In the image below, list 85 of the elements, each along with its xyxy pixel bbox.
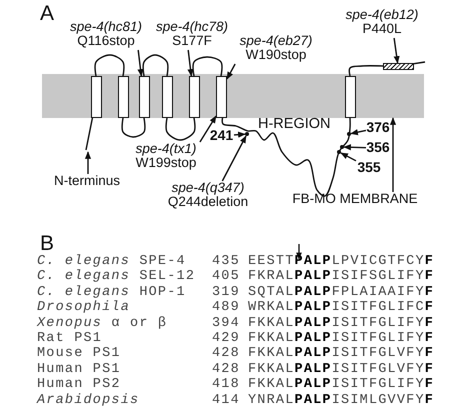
protein-chain-line (222, 118, 351, 197)
protein-chain-line (192, 56, 223, 76)
sequence: FKRALPALPISIFSGLIFYF (248, 269, 434, 284)
leader-arrow (393, 38, 400, 64)
leader-arrow (137, 50, 144, 77)
mutation-name: Q244deletion (166, 195, 250, 209)
residue-dot (340, 145, 344, 149)
species-name: Xenopus α or β (37, 316, 168, 331)
sequence: EESTTPALPLPVICGTFCYF (248, 254, 434, 269)
residue-number: 435 (212, 254, 240, 269)
leader-arrow (390, 117, 396, 192)
residue-dot (245, 132, 249, 136)
leader-arrow (199, 115, 217, 142)
species-name: C. elegans SEL-12 (37, 269, 196, 284)
panel-letter: B (40, 232, 54, 255)
residue-number: 241 (209, 128, 234, 142)
residue-number: 319 (212, 284, 240, 300)
transmembrane-segment (345, 76, 356, 118)
protein-chain-line (142, 54, 169, 76)
residue-number: 414 (212, 392, 240, 408)
leader-arrow (226, 64, 236, 80)
species-name: C. elegans SPE-4 (37, 254, 186, 269)
leader-arrow (187, 50, 194, 77)
mutation-name: Q116stop (77, 34, 135, 48)
sequence: SQTALPALPFPLAIAAIFYF (248, 284, 434, 300)
species-name: Drosophila (37, 300, 130, 316)
region-label: H-REGION (258, 116, 330, 132)
terminus-label: N-terminus (52, 174, 121, 188)
leader-arrow (343, 144, 366, 150)
residue-number: 355 (356, 160, 382, 174)
residue-number: 428 (212, 362, 240, 377)
panel-letter: A (40, 2, 54, 26)
sequence: FKKALPALPISITFGLVFYF (248, 362, 434, 377)
residue-number: 356 (366, 140, 390, 154)
sequence: FKKALPALPISITFGLIFYF (248, 377, 434, 392)
sequence: YNRALPALPISIMLGVVFYF (248, 392, 434, 408)
leader-arrow (234, 132, 246, 138)
species-name: Mouse PS1 (37, 346, 121, 362)
protein-chain-line (348, 65, 384, 76)
species-name: C. elegans HOP-1 (37, 284, 186, 300)
residue-number: 394 (212, 316, 240, 331)
transmembrane-segment (91, 76, 102, 118)
protein-chain-line (165, 118, 196, 141)
protein-chain-line (94, 54, 125, 76)
transmembrane-segment (162, 76, 173, 118)
transmembrane-segment (216, 76, 227, 118)
mutation-name: S177F (172, 34, 212, 48)
protein-chain-line (121, 118, 146, 138)
mutation-name: W199stop (134, 156, 198, 170)
transmembrane-segment (118, 76, 129, 118)
residue-number: 429 (212, 331, 240, 346)
allele-name: spe-4(eb12) (344, 8, 420, 22)
allele-name: spe-4(hc78) (154, 20, 230, 34)
allele-name: spe-4(tx1) (134, 142, 198, 156)
sequence: FKKALPALPISITFGLIFYF (248, 316, 434, 331)
sequence: WRKALPALPISITFGLIFCF (248, 300, 434, 316)
allele-name: spe-4(q347) (170, 181, 246, 195)
residue-dot (347, 132, 351, 136)
residue-number: 428 (212, 346, 240, 362)
residue-number: 489 (212, 300, 240, 316)
species-name: Arabidopsis (37, 392, 140, 408)
allele-name: spe-4(hc81) (68, 20, 144, 34)
hatched-domain (383, 63, 414, 70)
sequence: FKKALPALPISITFGLIFYF (248, 331, 434, 346)
residue-number: 376 (366, 120, 390, 134)
leader-arrow (222, 135, 247, 182)
protein-chain-line (85, 118, 94, 150)
protein-chain-line (414, 61, 426, 64)
species-name: Rat PS1 (37, 331, 102, 346)
membrane-label: FB-MO MEMBRANE (291, 192, 419, 206)
residue-number: 405 (212, 269, 240, 284)
allele-name: spe-4(eb27) (238, 34, 314, 48)
transmembrane-segment (139, 76, 150, 118)
leader-arrow (340, 152, 356, 162)
mutation-name: W190stop (246, 48, 306, 62)
species-name: Human PS2 (37, 377, 121, 392)
leader-arrow (84, 151, 92, 174)
mutation-name: P440L (362, 22, 402, 36)
residue-dot (337, 150, 341, 154)
sequence: FKKALPALPISITFGLVFYF (248, 346, 434, 362)
leader-arrow (350, 129, 366, 136)
residue-number: 418 (212, 377, 240, 392)
membrane-band (42, 74, 424, 118)
species-name: Human PS1 (37, 362, 121, 377)
transmembrane-segment (189, 76, 200, 118)
